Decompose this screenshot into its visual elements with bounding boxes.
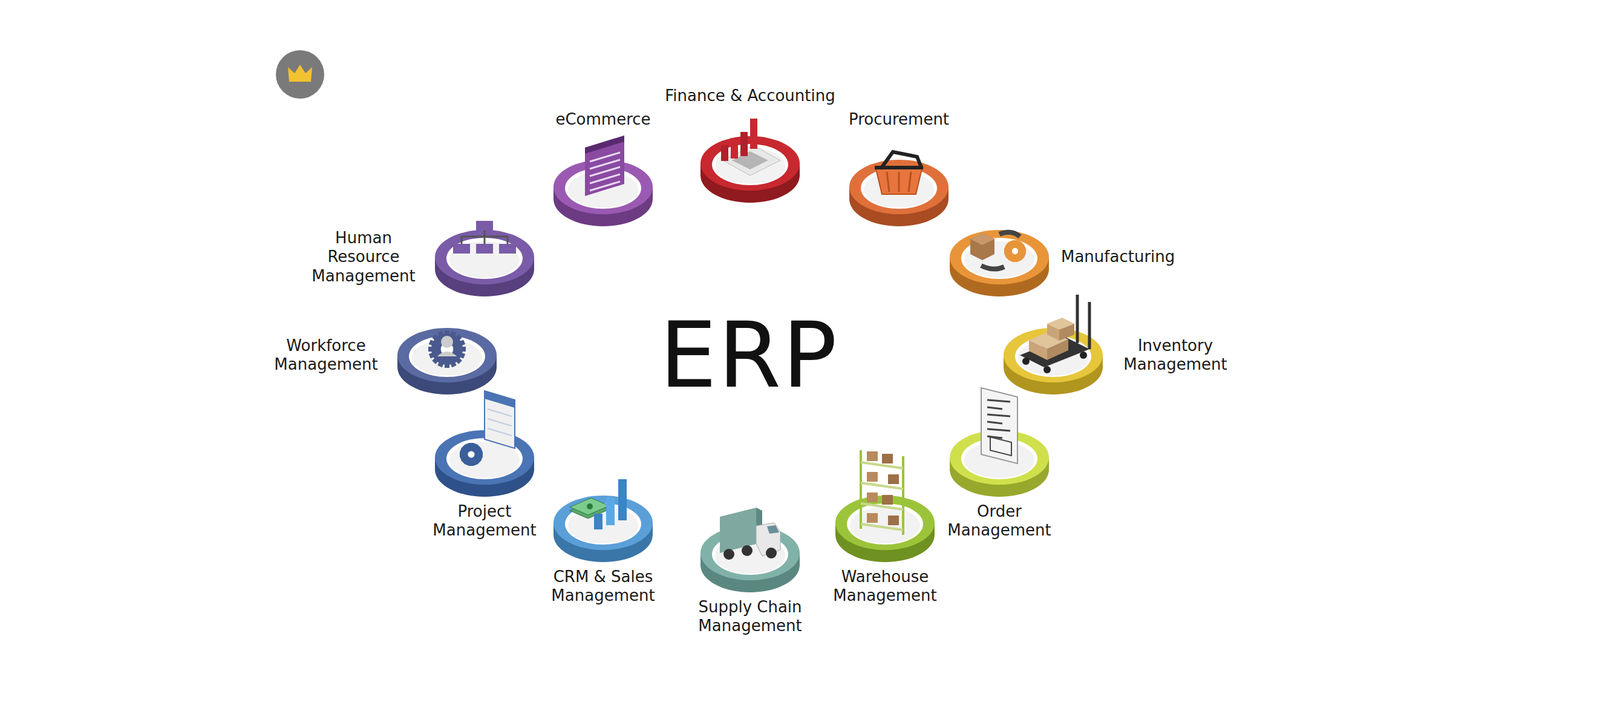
disc-icon <box>938 372 1060 494</box>
disc-icon <box>824 437 946 559</box>
module-disc: Human Resource Management <box>424 172 546 294</box>
module-label: Procurement <box>848 110 950 129</box>
module-disc: Order Management <box>938 372 1060 494</box>
module-disc: Supply Chain Management <box>689 468 811 590</box>
module-label: Warehouse Management <box>824 567 946 605</box>
module-label: eCommerce <box>555 110 651 129</box>
module-label: Order Management <box>938 502 1060 540</box>
module-label: Inventory Management <box>1114 336 1236 374</box>
module-label: Finance & Accounting <box>664 86 835 106</box>
module-disc: Inventory Management <box>992 270 1114 392</box>
module-label: CRM & Sales Management <box>542 567 664 605</box>
module-disc: Warehouse Management <box>824 437 946 559</box>
disc-icon <box>938 172 1060 294</box>
module-disc: eCommerce <box>542 102 664 224</box>
module-disc: Manufacturing <box>938 172 1060 294</box>
disc-icon <box>992 270 1114 392</box>
disc-icon <box>542 437 664 559</box>
center-title: ERP <box>659 309 838 401</box>
module-label: Workforce Management <box>265 336 387 374</box>
module-label: Supply Chain Management <box>689 597 811 636</box>
crown-badge <box>275 50 325 99</box>
disc-icon <box>689 468 811 590</box>
module-disc: Procurement <box>838 102 960 224</box>
module-label: Manufacturing <box>1061 247 1175 267</box>
disc-icon <box>424 172 546 294</box>
module-disc: Finance & Accounting <box>689 78 811 200</box>
module-disc: CRM & Sales Management <box>542 437 664 559</box>
module-label: Project Management <box>424 502 546 540</box>
module-label: Human Resource Management <box>303 228 425 286</box>
